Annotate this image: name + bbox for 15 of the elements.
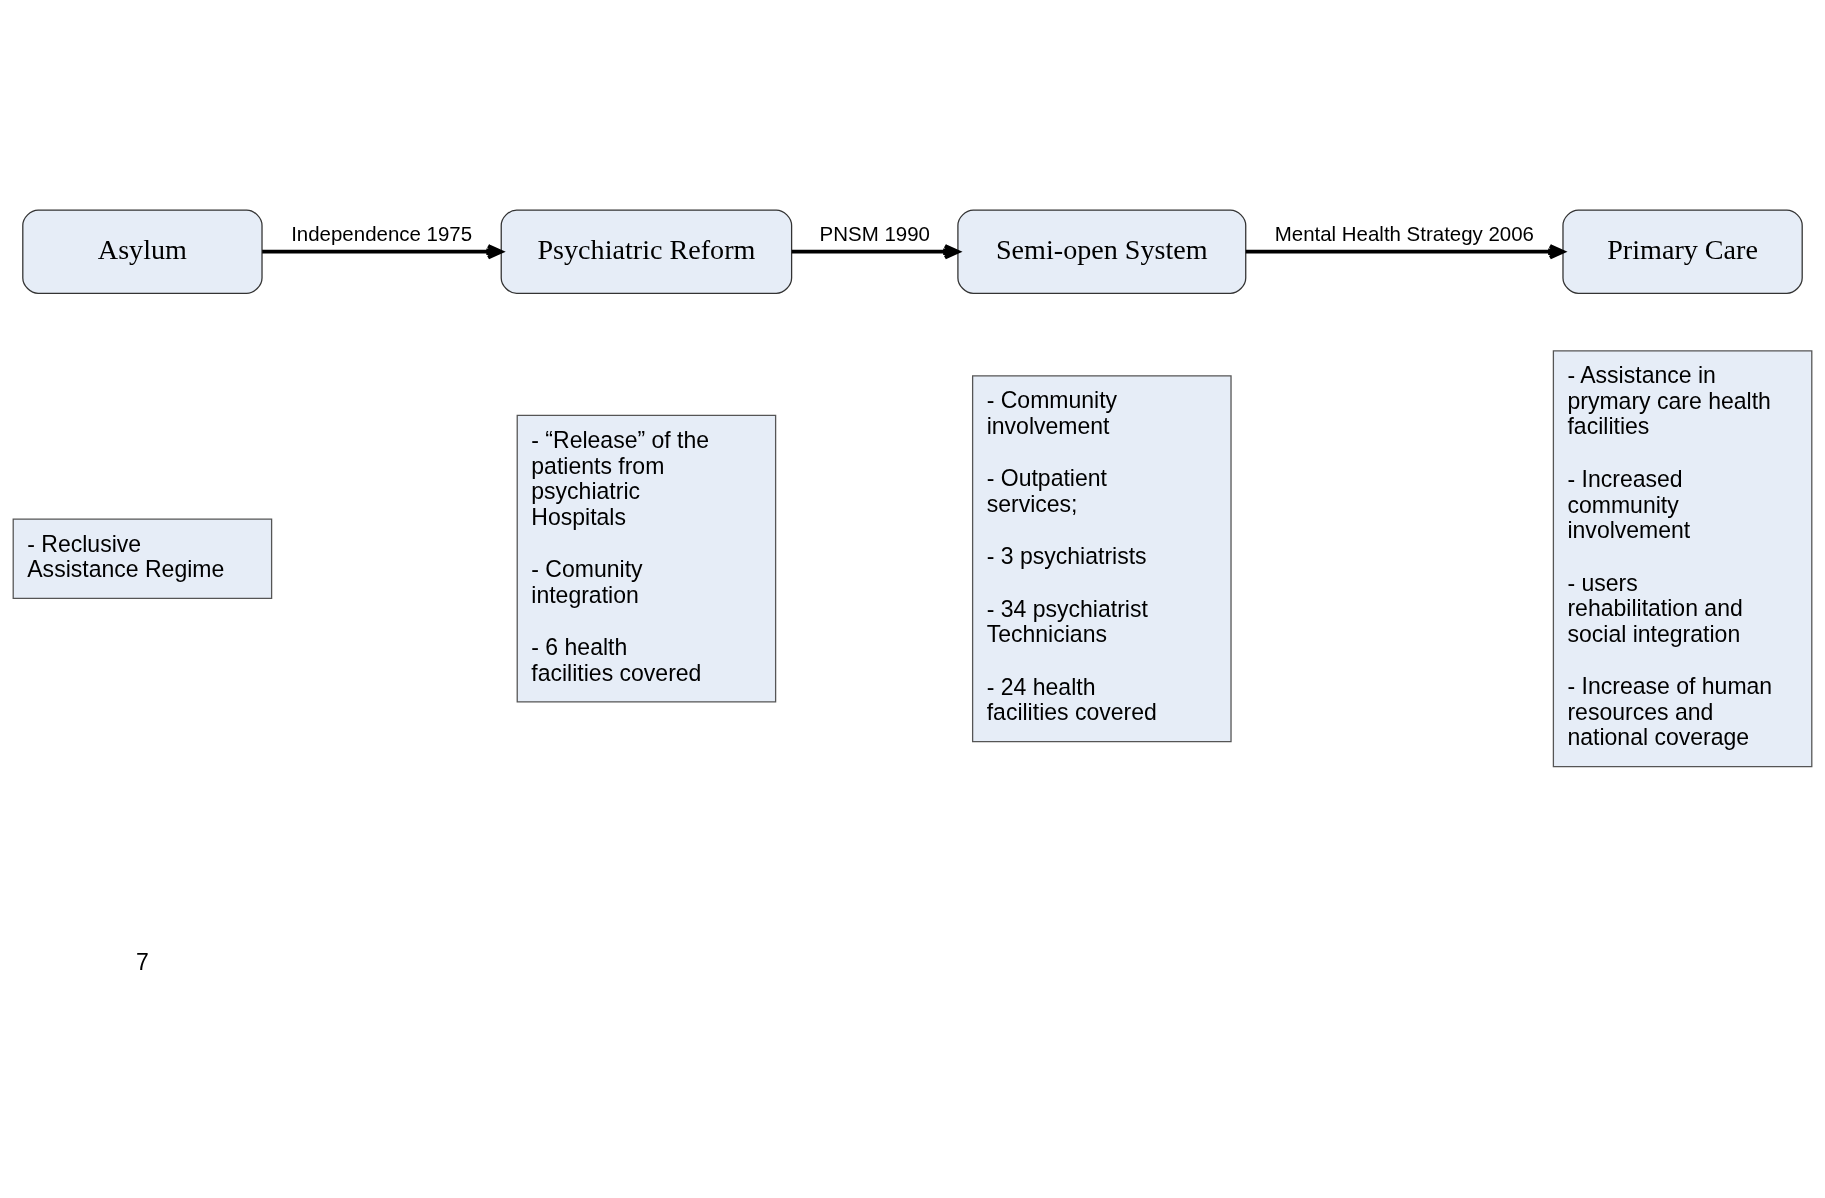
edge-label: Independence 1975	[291, 222, 473, 246]
node-box: Semi-open System	[957, 209, 1247, 294]
arrow	[262, 244, 503, 260]
label: 7	[136, 949, 149, 976]
node-box: Asylum	[22, 209, 263, 294]
node-box: - Reclusive Assistance Regime	[12, 518, 273, 599]
arrow	[1245, 244, 1565, 260]
node-box: - “Release” of the patients from psychiatric Hospitals - Comunity integration - 6 health facilities covered	[516, 414, 777, 703]
node-box: - Community involvement - Outpatient services; - 3 psychiatrists - 34 psychiatrist Technicians - 24 health facilities covered	[972, 375, 1232, 743]
node-box: Primary Care	[1562, 209, 1803, 294]
arrow	[791, 244, 960, 260]
edge-label: PNSM 1990	[819, 222, 930, 246]
edge-label: Mental Health Strategy 2006	[1274, 222, 1534, 246]
node-box: Psychiatric Reform	[500, 209, 793, 294]
node-box: - Assistance in prymary care health facilities - Increased community involvement - users rehabilitation and social integration - Increase of human resources and national coverage	[1552, 350, 1813, 768]
